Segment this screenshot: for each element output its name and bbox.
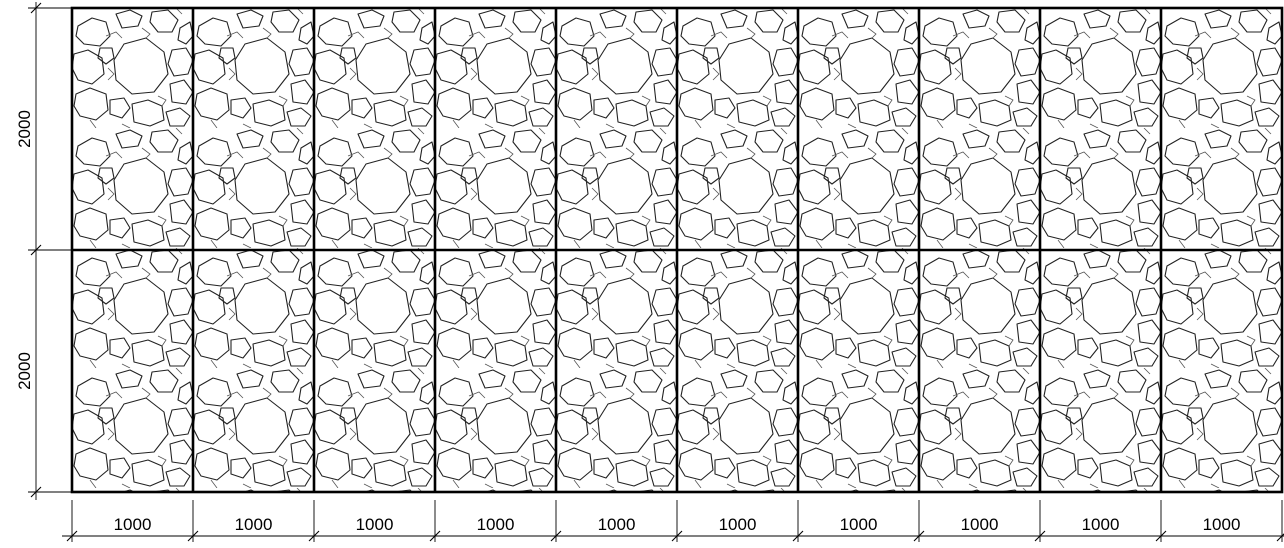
horizontal-dimension-label: 1000 — [114, 515, 152, 534]
vertical-dimension-labels: 2000 2000 — [15, 110, 34, 390]
horizontal-dimension-tick — [66, 530, 78, 542]
horizontal-dimension-tick — [550, 530, 562, 542]
horizontal-dimension-tick — [429, 530, 441, 542]
horizontal-dimension-tick — [792, 530, 804, 542]
horizontal-dimension-label: 1000 — [598, 515, 636, 534]
horizontal-dimension-tick — [1155, 530, 1167, 542]
horizontal-dimension-tick — [187, 530, 199, 542]
horizontal-dimension-tick — [1276, 533, 1284, 542]
horizontal-dimension-label: 1000 — [235, 515, 273, 534]
horizontal-dimension-label: 1000 — [961, 515, 999, 534]
vertical-dimension-label: 2000 — [15, 110, 34, 148]
horizontal-dimension-labels: 1000 1000 1000 1000 1000 1000 1000 1000 1000 1000 — [114, 515, 1241, 534]
horizontal-dimension-tick — [913, 530, 925, 542]
horizontal-dimension-label: 1000 — [477, 515, 515, 534]
dimension-lines — [28, 2, 1284, 542]
horizontal-dimension-tick — [1034, 530, 1046, 542]
horizontal-dimension-label: 1000 — [840, 515, 878, 534]
horizontal-dimension-label: 1000 — [1082, 515, 1120, 534]
vertical-dimension-label: 2000 — [15, 352, 34, 390]
horizontal-dimension-tick — [308, 530, 320, 542]
horizontal-dimension-label: 1000 — [356, 515, 394, 534]
horizontal-dimension-label: 1000 — [719, 515, 757, 534]
vertical-dimension-tick — [30, 2, 42, 14]
horizontal-dimension-label: 1000 — [1203, 515, 1241, 534]
vertical-dimension-tick — [30, 486, 42, 498]
vertical-dimension-tick — [30, 244, 42, 256]
horizontal-dimension-tick — [671, 530, 683, 542]
